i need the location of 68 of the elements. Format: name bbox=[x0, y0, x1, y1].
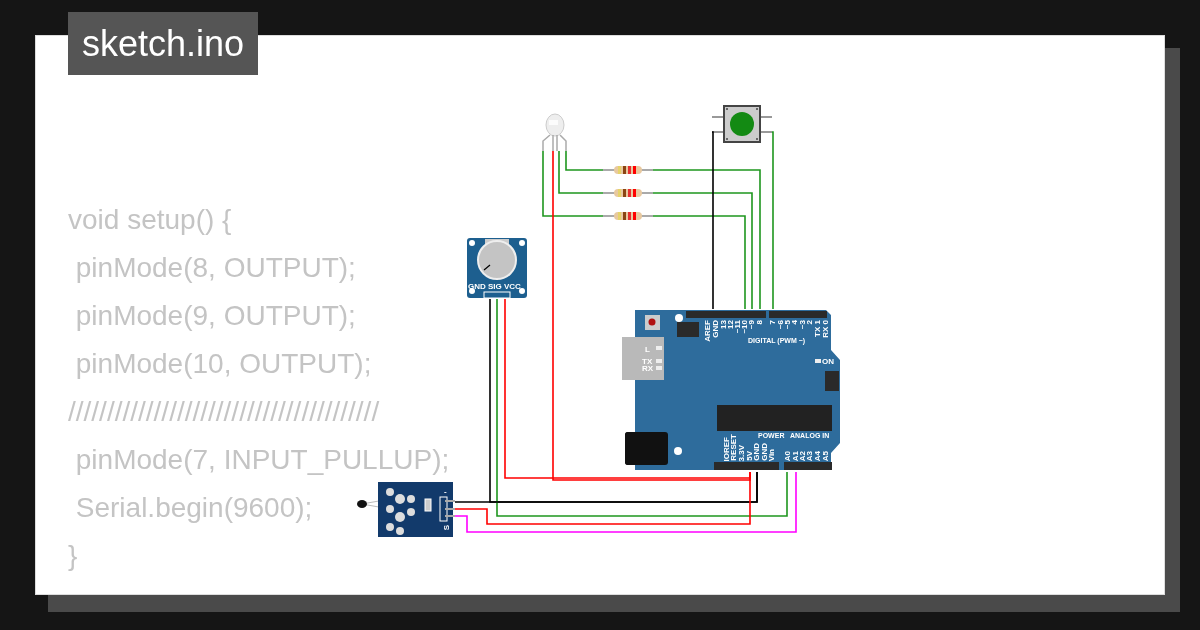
pin-label: A4 bbox=[814, 450, 822, 461]
led-label: ON bbox=[822, 357, 834, 366]
pin-label: 13 bbox=[720, 320, 728, 329]
pin-label: A1 bbox=[792, 450, 800, 461]
pin-label: A5 bbox=[822, 450, 830, 461]
pin-label: A3 bbox=[806, 450, 814, 461]
wire bbox=[504, 298, 751, 479]
pin-label: ~11 bbox=[734, 320, 742, 334]
pin-label: A2 bbox=[799, 450, 807, 461]
pin-label: 4 bbox=[791, 320, 799, 325]
wire bbox=[711, 131, 714, 310]
file-name-tab: sketch.ino bbox=[68, 12, 259, 75]
pin-label: SIG bbox=[488, 282, 502, 291]
wire bbox=[454, 471, 751, 525]
pin-label: AREF bbox=[704, 320, 712, 342]
pin-label: S bbox=[443, 525, 451, 531]
pin-label: ~10 bbox=[741, 320, 749, 334]
code-line: void setup() { bbox=[68, 203, 232, 237]
resistor-drawing bbox=[603, 165, 653, 175]
code-line: pinMode(8, OUTPUT); bbox=[74, 251, 356, 285]
pin-label: RESET bbox=[730, 434, 738, 461]
pin-label: ~6 bbox=[777, 320, 785, 330]
pin-label: TX 1 bbox=[814, 320, 822, 337]
wire bbox=[652, 215, 746, 310]
pin-label: ~9 bbox=[748, 320, 756, 330]
pin-label: 3.3V bbox=[738, 444, 746, 461]
code-line: pinMode(9, OUTPUT); bbox=[74, 299, 356, 333]
wire bbox=[565, 150, 604, 171]
resistor-drawing bbox=[603, 211, 653, 221]
pin-label: 8 bbox=[756, 320, 764, 325]
pin-label: 2 bbox=[806, 320, 814, 325]
code-line: //////////////////////////////////////// bbox=[68, 395, 380, 429]
wire bbox=[454, 471, 797, 533]
wire bbox=[542, 150, 604, 217]
pin-label: GND bbox=[468, 282, 486, 291]
pin-label: 5V bbox=[746, 451, 754, 461]
pin-label: GND bbox=[753, 443, 761, 461]
led-drawing bbox=[540, 113, 570, 151]
pin-label: - bbox=[444, 487, 447, 496]
pin-label: 7 bbox=[769, 320, 777, 325]
pin-label: ~3 bbox=[799, 320, 807, 330]
pin-label: Vin bbox=[768, 448, 776, 461]
pin-label: VCC bbox=[504, 282, 521, 291]
led-label: TX bbox=[642, 357, 653, 366]
potentiometer-module-drawing bbox=[467, 238, 527, 299]
pin-label: GND bbox=[712, 320, 720, 338]
pin-label: ~5 bbox=[784, 320, 792, 330]
wire bbox=[552, 150, 751, 481]
wire bbox=[652, 169, 761, 310]
led-label: RX bbox=[642, 364, 654, 373]
resistor-drawing bbox=[603, 188, 653, 198]
wire bbox=[558, 150, 604, 194]
wire bbox=[771, 131, 774, 310]
code-line: pinMode(10, OUTPUT); bbox=[74, 347, 372, 381]
pin-label: IOREF bbox=[723, 436, 731, 461]
pin-label: A0 bbox=[784, 450, 792, 461]
code-line: Serial.begin(9600); bbox=[74, 491, 313, 525]
pin-label: GND bbox=[761, 443, 769, 461]
code-line: pinMode(7, INPUT_PULLUP); bbox=[74, 443, 450, 477]
temperature-sensor-module-drawing bbox=[355, 479, 455, 539]
pushbutton-drawing bbox=[712, 104, 772, 144]
wire bbox=[652, 192, 753, 310]
pin-label: RX 0 bbox=[822, 320, 830, 338]
led-label: L bbox=[645, 345, 650, 354]
wire bbox=[454, 471, 758, 503]
wire bbox=[496, 298, 788, 517]
code-line: } bbox=[68, 539, 78, 573]
pin-label: 12 bbox=[727, 320, 735, 329]
